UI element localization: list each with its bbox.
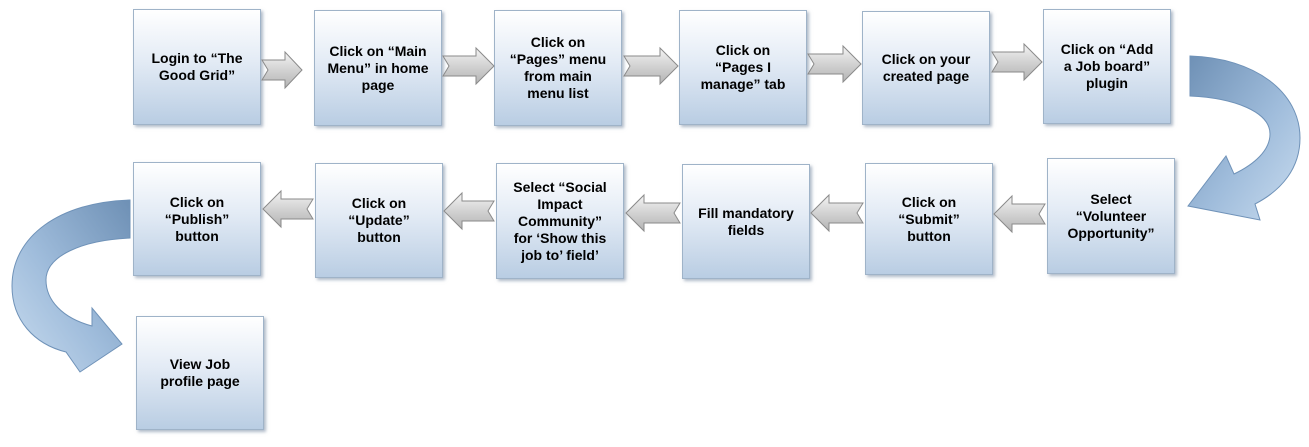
step-update: Click on “Update” button [315,163,443,278]
curved-arrow-left-side-icon [11,199,131,373]
step-submit: Click on “Submit” button [865,163,993,275]
step-publish: Click on “Publish” button [133,162,261,276]
step-label: Click on “Add a Job board” plugin [1060,41,1154,91]
arrow-left-2-icon [810,193,864,233]
step-main-menu: Click on “Main Menu” in home page [314,10,442,126]
step-label: Click on “Main Menu” in home page [327,42,429,93]
curved-arrow-right-side-icon [1187,55,1301,221]
step-pages-i-manage: Click on “Pages I manage” tab [679,10,807,125]
step-label: Select “Social Impact Community” for ‘Sh… [513,178,607,263]
step-social-impact: Select “Social Impact Community” for ‘Sh… [496,163,624,279]
arrow-right-2-icon [442,46,495,86]
arrow-left-5-icon [262,189,314,229]
step-label: Fill mandatory fields [698,204,794,238]
arrow-right-3-icon [623,46,679,86]
step-login: Login to “The Good Grid” [133,9,261,125]
step-label: Login to “The Good Grid” [151,50,243,83]
arrow-right-5-icon [991,42,1043,82]
step-pages-menu: Click on “Pages” menu from main menu lis… [494,10,622,126]
arrow-left-4-icon [443,191,495,231]
step-label: Click on “Pages” menu from main menu lis… [509,34,607,101]
arrow-right-1-icon [261,50,303,90]
step-label: Click on your created page [881,51,971,84]
step-label: Click on “Update” button [348,195,410,245]
step-label: Select “Volunteer Opportunity” [1067,190,1155,241]
step-label: Click on “Publish” button [164,193,230,244]
step-volunteer-opportunity: Select “Volunteer Opportunity” [1047,158,1175,274]
step-created-page: Click on your created page [862,11,990,125]
step-view-job-profile: View Job profile page [136,316,264,430]
step-mandatory-fields: Fill mandatory fields [682,164,810,279]
step-label: Click on “Pages I manage” tab [700,42,786,92]
arrow-right-4-icon [807,44,862,84]
arrow-left-3-icon [625,193,681,233]
step-label: View Job profile page [160,356,240,389]
arrow-left-1-icon [993,194,1046,234]
step-label: Click on “Submit” button [898,193,960,244]
step-add-job-board: Click on “Add a Job board” plugin [1043,9,1171,124]
